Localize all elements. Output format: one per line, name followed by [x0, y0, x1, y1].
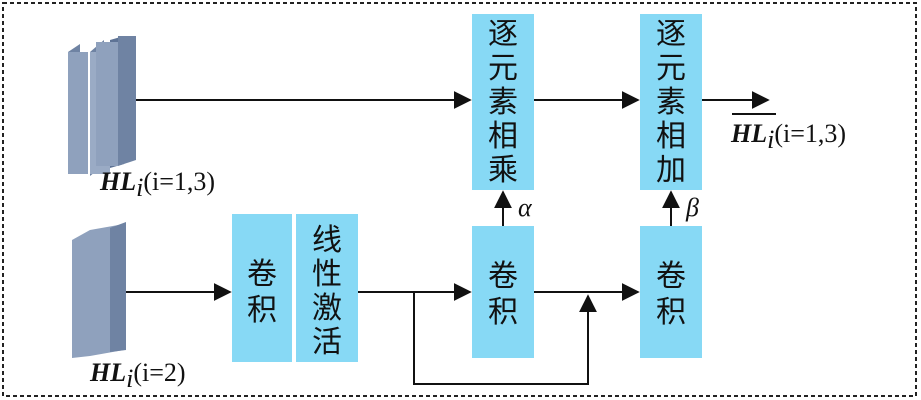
act-char-3: 激 — [312, 291, 342, 326]
conv1-char-2: 积 — [247, 293, 277, 328]
mult-char-3: 素 — [488, 85, 518, 120]
conv1-char-1: 卷 — [247, 257, 277, 292]
add-char-1: 逐 — [656, 17, 686, 52]
conv3-char-2: 积 — [656, 295, 686, 330]
input-feature-map-bottom — [72, 222, 126, 358]
add-char-3: 素 — [656, 85, 686, 120]
linear-activation-box — [296, 214, 358, 362]
add-char-5: 加 — [656, 153, 686, 188]
input-top-label: HLi(i=1,3) — [99, 167, 215, 202]
mult-char-4: 相 — [488, 119, 518, 154]
output-label: HLi(i=1,3) — [730, 119, 846, 154]
conv-box-2 — [472, 226, 534, 358]
skip-connection — [413, 292, 597, 385]
input-bottom-label: HLi(i=2) — [89, 358, 186, 393]
alpha-label: α — [518, 193, 533, 222]
conv-box-3 — [640, 226, 702, 358]
conv3-char-1: 卷 — [656, 259, 686, 294]
act-char-2: 性 — [312, 257, 342, 292]
conv2-char-2: 积 — [488, 295, 518, 330]
conv2-char-1: 卷 — [488, 259, 518, 294]
add-char-2: 元 — [656, 51, 686, 86]
input-feature-map-top — [68, 36, 136, 176]
mult-char-2: 元 — [488, 51, 518, 86]
elementwise-multiply-box — [472, 14, 534, 190]
beta-label: β — [685, 193, 699, 222]
act-char-1: 线 — [312, 223, 342, 258]
mult-char-5: 乘 — [488, 153, 518, 188]
elementwise-add-box — [640, 14, 702, 190]
act-char-4: 活 — [312, 325, 342, 360]
mult-char-1: 逐 — [488, 17, 518, 52]
conv-box-1 — [232, 214, 292, 362]
add-char-4: 相 — [656, 119, 686, 154]
